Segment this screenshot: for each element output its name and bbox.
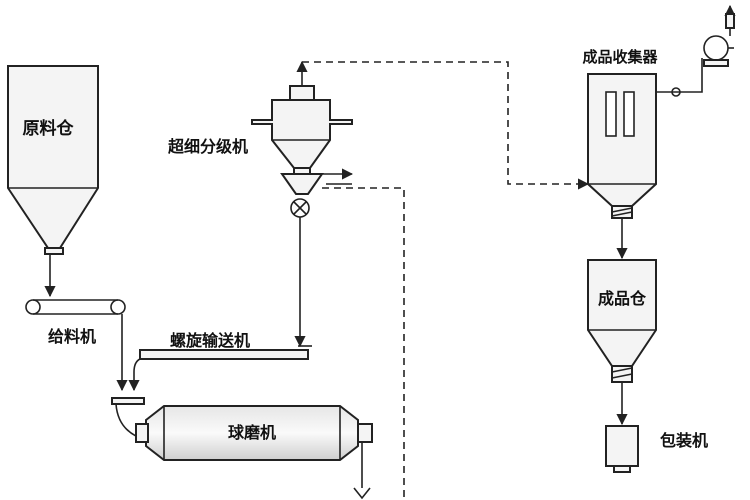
raw-material-silo: 原料仓 (7, 65, 99, 255)
screw-conveyor-label: 螺旋输送机 (170, 331, 250, 350)
product-silo: 成品仓 (587, 259, 657, 383)
product-silo-label: 成品仓 (598, 289, 647, 308)
feeder-label: 给料机 (48, 327, 96, 346)
ball-mill-label: 球磨机 (228, 423, 276, 442)
collector-label: 成品收集器 (582, 48, 658, 66)
raw-silo-label: 原料仓 (23, 118, 75, 139)
packing-machine: 包装机 (605, 425, 708, 473)
ultrafine-classifier: 超细分级机 (167, 60, 354, 218)
mill-outlet-arrow (353, 487, 371, 500)
packer-label: 包装机 (660, 431, 708, 450)
blower (656, 4, 736, 97)
screw-conveyor: 螺旋输送机 (128, 331, 312, 392)
belt-feeder: 给料机 (25, 299, 126, 346)
classifier-label: 超细分级机 (167, 137, 248, 156)
classifier-to-collector-dashed-line (302, 61, 590, 190)
product-collector: 成品收集器 (582, 48, 658, 219)
ball-mill: 球磨机 (111, 397, 373, 461)
air-return-dashed-line (322, 187, 405, 500)
